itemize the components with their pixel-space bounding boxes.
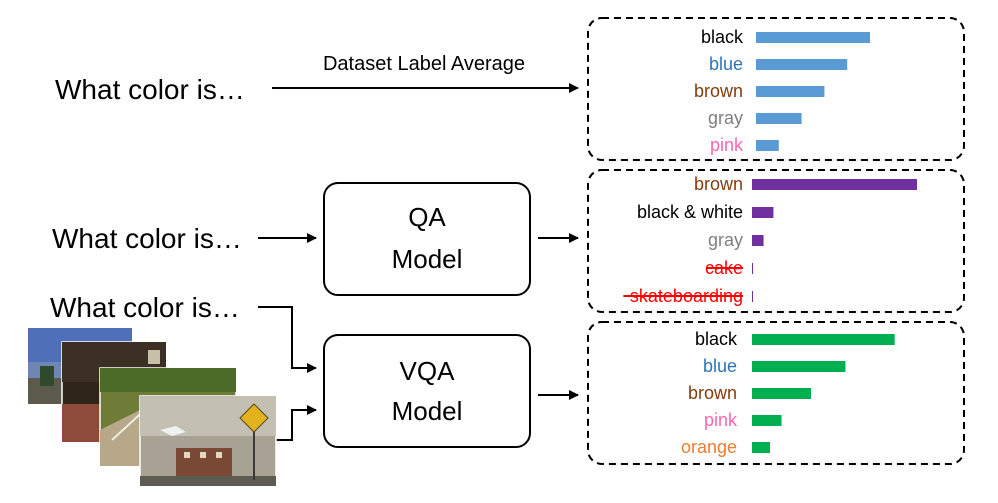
bar-label-blue: blue — [703, 356, 737, 376]
bar-pink — [752, 415, 782, 426]
bar-label-pink: pink — [704, 410, 738, 430]
bar-brown — [752, 388, 812, 399]
bar-brown — [756, 86, 825, 97]
arrow-question-to-vqa-model — [258, 306, 317, 373]
question-text-row2: What color is… — [52, 223, 242, 254]
bar-gray — [752, 235, 764, 246]
bar-blue — [752, 361, 846, 372]
bar-black — [756, 32, 870, 43]
bar-charts: black blue brown gray pink brown black & white… — [623, 27, 917, 457]
vqa-model-label-line2: Model — [392, 396, 463, 426]
vqa-model-box — [323, 334, 531, 448]
vqa-model-label-line1: VQA — [400, 356, 456, 386]
bar-label-black: black — [695, 329, 738, 349]
bar-orange — [752, 442, 771, 453]
bar-label-black: black — [701, 27, 744, 47]
bar-label-gray: gray — [708, 230, 743, 250]
question-text-row1: What color is… — [55, 74, 245, 105]
chart-panel-vqa-model — [587, 321, 965, 465]
bar-label-pink: pink — [710, 135, 744, 155]
bar-skateboarding — [752, 291, 753, 302]
bar-label-brown: brown — [694, 81, 743, 101]
bar-label-brown: brown — [694, 174, 743, 194]
bar-label-gray: gray — [708, 108, 743, 128]
qa-model-box — [323, 182, 531, 296]
bar-chart-vqa-model: black blue brown pink orange — [681, 329, 895, 457]
photo-thumbnail-4 — [139, 395, 277, 487]
bar-label-orange: orange — [681, 437, 737, 457]
bar-pink — [756, 140, 779, 151]
bar-label-black-white: black & white — [637, 202, 743, 222]
bar-gray — [756, 113, 802, 124]
bar-label-blue: blue — [709, 54, 743, 74]
bar-blue — [756, 59, 848, 70]
bar-cake — [752, 263, 753, 274]
image-stack — [28, 328, 277, 487]
bar-black-white — [752, 207, 774, 218]
qa-model-label-line2: Model — [392, 244, 463, 274]
bar-brown — [752, 179, 917, 190]
chart-panel-qa-model — [587, 169, 965, 313]
question-text-row3: What color is… — [50, 292, 240, 323]
chart-panel-dataset-average — [587, 17, 965, 161]
bar-label-brown: brown — [688, 383, 737, 403]
bar-black — [752, 334, 895, 345]
qa-model-label-line1: QA — [408, 202, 446, 232]
dataset-label-average-caption: Dataset Label Average — [323, 53, 525, 75]
arrow-images-to-vqa-model — [276, 405, 317, 441]
bar-chart-dataset-average: black blue brown gray pink — [694, 27, 870, 155]
